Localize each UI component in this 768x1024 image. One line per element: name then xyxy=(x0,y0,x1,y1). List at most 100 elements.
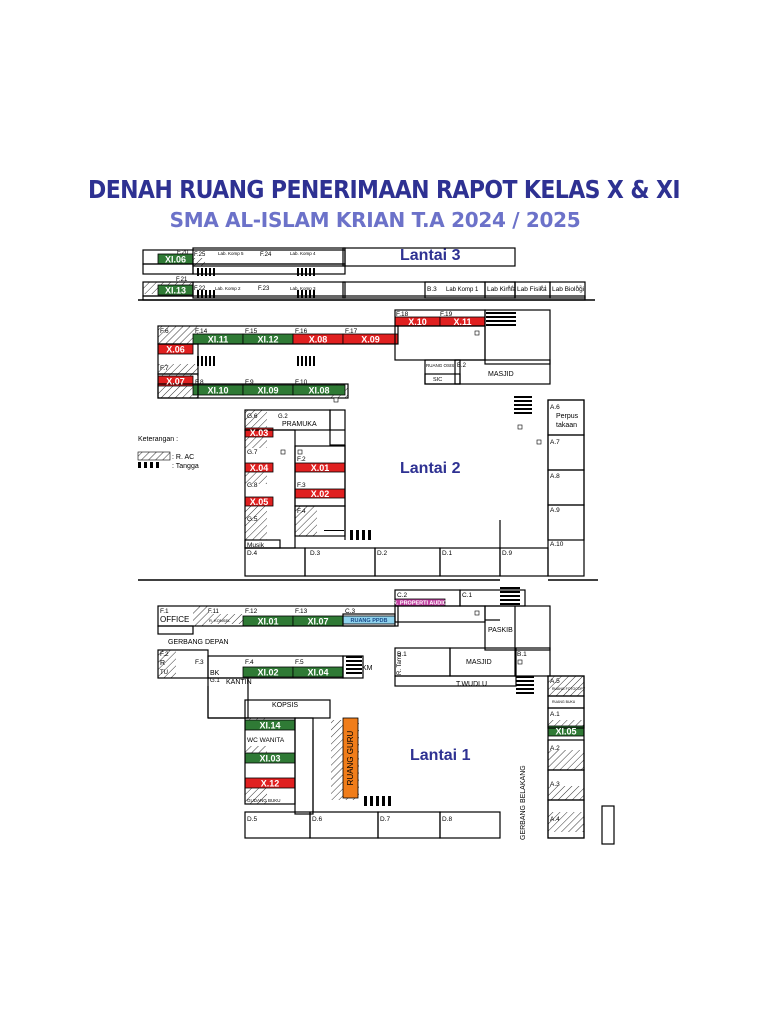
label-d6: D.6 xyxy=(312,816,323,823)
room-x-11-label: X.11 xyxy=(453,317,471,327)
ruang-guru-fill xyxy=(342,717,359,799)
stairs-icon xyxy=(197,356,215,366)
ac-room-hatch xyxy=(193,258,205,266)
label-labkomp4: Lab. Komp 4 xyxy=(290,251,316,256)
label-rtamu: R. Tamu xyxy=(397,653,403,675)
label-labkomp1: Lab Komp 1 xyxy=(446,287,479,293)
stairs-icon xyxy=(297,268,315,276)
door-marker xyxy=(474,610,480,616)
label-f18: F.18 xyxy=(396,311,409,318)
label-b1a: B.1 xyxy=(397,651,407,658)
room-xi-06-label: XI.06 xyxy=(165,255,186,265)
ac-room-hatch xyxy=(158,386,198,398)
label-c3: C.3 xyxy=(345,608,356,615)
label-a6: A.6 xyxy=(550,404,560,411)
room-x-03-label: X.03 xyxy=(250,428,269,438)
label-paskib: PASKIB xyxy=(488,627,513,634)
room-x-12-label: X.12 xyxy=(261,779,280,789)
label-f25: F.25 xyxy=(194,252,206,258)
label-labkomp3: Lab. Komp 3 xyxy=(290,286,316,291)
label-g6: G.6 xyxy=(247,413,258,420)
label-musik: Musik xyxy=(247,542,265,549)
room-xi-12-label: XI.12 xyxy=(257,335,278,345)
label-f9: F.9 xyxy=(245,379,254,386)
label-ruangfotocopy: RUANG FOTOCOPY xyxy=(552,687,586,691)
label-ruangosis: RUANG OSIS xyxy=(426,363,454,368)
label-labkomp2: Lab. Komp 2 xyxy=(215,286,241,291)
label-f11: F.11 xyxy=(208,609,220,615)
stairs-icon xyxy=(297,356,315,366)
room-outline xyxy=(157,605,399,627)
door-marker xyxy=(474,330,480,336)
stairs-icon xyxy=(297,290,315,298)
label-labbiologi: Lab Biologi xyxy=(552,286,584,293)
stairs-icon xyxy=(197,290,215,298)
ac-room-hatch xyxy=(295,506,317,536)
room-xi-03-label: XI.03 xyxy=(259,754,280,764)
label-bkonsel: R. KONSEL xyxy=(209,618,231,623)
label-f4: F.4 xyxy=(245,659,254,666)
label-r: R xyxy=(160,660,165,667)
label-tu: TU xyxy=(160,670,168,676)
stairs-icon xyxy=(346,656,362,674)
door-marker xyxy=(517,659,523,665)
room-x-02-label: X.02 xyxy=(311,489,330,499)
stairs-icon xyxy=(350,530,371,540)
label-f19: F.19 xyxy=(440,311,453,318)
room-outline xyxy=(424,373,461,385)
label-twudlu: T.WUDLU xyxy=(456,681,487,688)
stairs-icon xyxy=(486,312,516,326)
label-g2: G.2 xyxy=(278,414,288,420)
label-office: OFFICE xyxy=(160,615,189,624)
label-g5: G.5 xyxy=(247,516,258,523)
label-f14: F.14 xyxy=(195,328,208,335)
map-title: DENAH RUANG PENERIMAAN RAPOT KELAS X & X… xyxy=(88,176,681,205)
room-outline xyxy=(601,805,615,845)
label-c1: C.1 xyxy=(462,592,473,599)
label-k62: 6.2 xyxy=(576,284,582,289)
room-x-09-label: X.09 xyxy=(361,335,380,345)
room-xi-14-label: XI.14 xyxy=(259,721,280,731)
room-outline xyxy=(484,309,551,365)
door-marker xyxy=(297,449,303,455)
label-wcwanita: WC WANITA xyxy=(247,737,285,744)
ac-room-hatch xyxy=(548,812,584,832)
label-f8: F.8 xyxy=(195,379,204,386)
room-outline xyxy=(329,409,346,446)
ac-room-hatch xyxy=(245,524,267,540)
label-a7: A.7 xyxy=(550,439,560,446)
stairs-icon xyxy=(500,587,520,605)
ac-room-hatch xyxy=(245,472,267,484)
label-g8: G.8 xyxy=(247,482,258,489)
room-xi-01-label: XI.01 xyxy=(257,617,278,627)
label-lantai1: Lantai 1 xyxy=(410,747,471,764)
label-kantin: KANTIN xyxy=(226,679,252,686)
label-d5: D.5 xyxy=(247,816,258,823)
label-d1: D.1 xyxy=(442,550,453,557)
map-subtitle: SMA AL-ISLAM KRIAN T.A 2024 / 2025 xyxy=(169,208,581,232)
label-f13: F.13 xyxy=(295,608,308,615)
label-tangga: : Tangga xyxy=(172,463,199,470)
door-marker xyxy=(280,449,286,455)
room-x-04-label: X.04 xyxy=(250,463,269,473)
room-xi-07-label: XI.07 xyxy=(307,617,328,627)
label-d2: D.2 xyxy=(377,550,388,557)
label-d3: D.3 xyxy=(310,550,321,557)
label-f16: F.16 xyxy=(295,328,308,335)
label-a3: A.3 xyxy=(550,781,560,788)
label-labfisika: Lab Fisika xyxy=(517,286,547,293)
label-a10: A.10 xyxy=(550,541,564,548)
label-lantai3: Lantai 3 xyxy=(400,247,461,264)
room-outline xyxy=(484,605,551,651)
room-outline xyxy=(454,359,551,385)
room-outline xyxy=(142,263,194,275)
label-sic: SIC xyxy=(433,377,442,383)
label-k64: 6.4 xyxy=(508,284,514,289)
room-outline xyxy=(547,504,585,541)
stairs-icon xyxy=(324,530,344,531)
ac-room-hatch xyxy=(158,650,176,678)
ac-room-hatch xyxy=(245,436,267,448)
room-outline xyxy=(192,281,346,299)
label-a2: A.2 xyxy=(550,745,560,752)
room-outline xyxy=(157,625,194,635)
